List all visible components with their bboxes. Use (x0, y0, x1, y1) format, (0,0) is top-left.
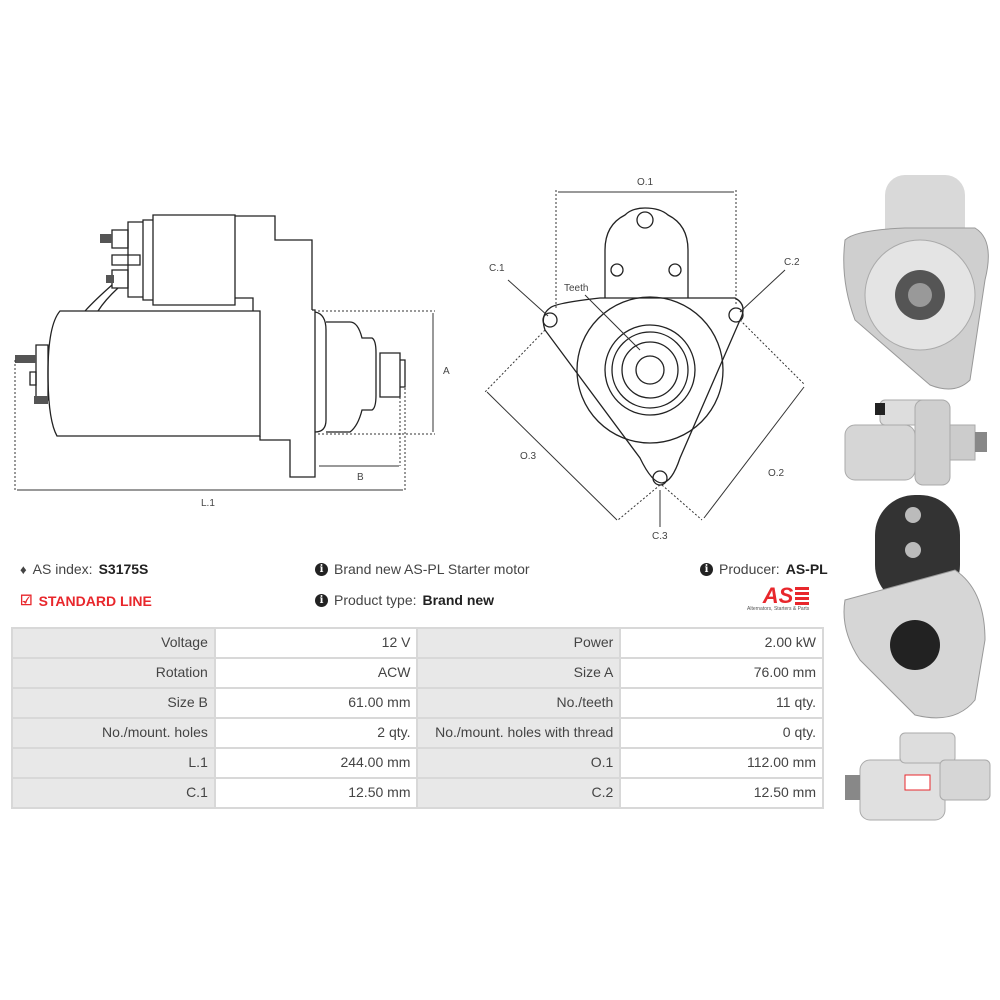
label-teeth: Teeth (564, 283, 588, 294)
spec-value: 112.00 mm (619, 747, 824, 779)
spec-label: L.1 (11, 747, 216, 779)
spec-value: 12 V (213, 627, 419, 659)
label-c3: C.3 (652, 531, 668, 542)
checkbox-icon: ☑ (20, 592, 33, 608)
photo-front (843, 175, 989, 390)
logo-tagline: Alternators, Starters & Parts (747, 606, 810, 612)
standard-line-badge: ☑ STANDARD LINE (20, 592, 152, 609)
spec-value: 76.00 mm (619, 657, 824, 689)
tags-icon: ♦ (20, 561, 27, 577)
spec-label: No./teeth (416, 687, 622, 719)
as-index-value: S3175S (98, 561, 149, 577)
side-view-diagram: A B L.1 (14, 214, 450, 509)
spec-label: O.1 (416, 747, 622, 779)
description-text: Brand new AS-PL Starter motor (334, 561, 530, 577)
as-pl-logo: AS Alternators, Starters & Parts (747, 583, 810, 612)
spec-label: C.2 (416, 777, 622, 809)
description: i Brand new AS-PL Starter motor (315, 561, 530, 577)
photo-side-2 (845, 732, 991, 821)
product-type-value: Brand new (422, 592, 495, 608)
spec-label: Power (416, 627, 622, 659)
spec-value: 2.00 kW (619, 627, 824, 659)
spec-value: 244.00 mm (213, 747, 419, 779)
spec-value: 2 qty. (213, 717, 419, 749)
producer-value: AS-PL (785, 561, 828, 577)
label-o3: O.3 (520, 451, 537, 462)
label-l1: L.1 (201, 498, 215, 509)
spec-value: 11 qty. (619, 687, 824, 719)
as-index: ♦ AS index: S3175S (20, 561, 148, 577)
producer: i Producer: AS-PL (700, 561, 828, 577)
label-o2: O.2 (768, 468, 785, 479)
spec-label: Rotation (11, 657, 216, 689)
photo-rear (843, 495, 986, 719)
spec-label: No./mount. holes with thread (416, 717, 622, 749)
as-index-label: AS index: (32, 561, 93, 577)
front-view-diagram: O.1 C.1 C.2 Teeth O.3 O.2 C.3 (484, 177, 806, 542)
spec-value: ACW (213, 657, 419, 689)
label-c1: C.1 (489, 263, 505, 274)
spec-value: 12.50 mm (619, 777, 824, 809)
spec-value: 61.00 mm (213, 687, 419, 719)
spec-label: Size A (416, 657, 622, 689)
spec-value: 0 qty. (619, 717, 824, 749)
product-type-label: Product type: (334, 592, 417, 608)
spec-label: No./mount. holes (11, 717, 216, 749)
label-a: A (443, 366, 450, 377)
photo-side (844, 399, 987, 486)
label-b: B (357, 472, 364, 483)
logo-stripes-icon (795, 587, 810, 605)
producer-label: Producer: (719, 561, 780, 577)
label-o1: O.1 (637, 177, 654, 188)
logo-text: AS (762, 583, 794, 608)
product-type: i Product type: Brand new (315, 592, 494, 608)
spec-label: C.1 (11, 777, 216, 809)
label-c2: C.2 (784, 257, 800, 268)
spec-label: Voltage (11, 627, 216, 659)
info-icon: i (315, 562, 328, 576)
info-icon: i (700, 562, 713, 576)
spec-value: 12.50 mm (213, 777, 419, 809)
standard-line-label: STANDARD LINE (38, 592, 152, 609)
info-icon: i (315, 593, 328, 607)
spec-label: Size B (11, 687, 216, 719)
product-photos (843, 175, 991, 821)
